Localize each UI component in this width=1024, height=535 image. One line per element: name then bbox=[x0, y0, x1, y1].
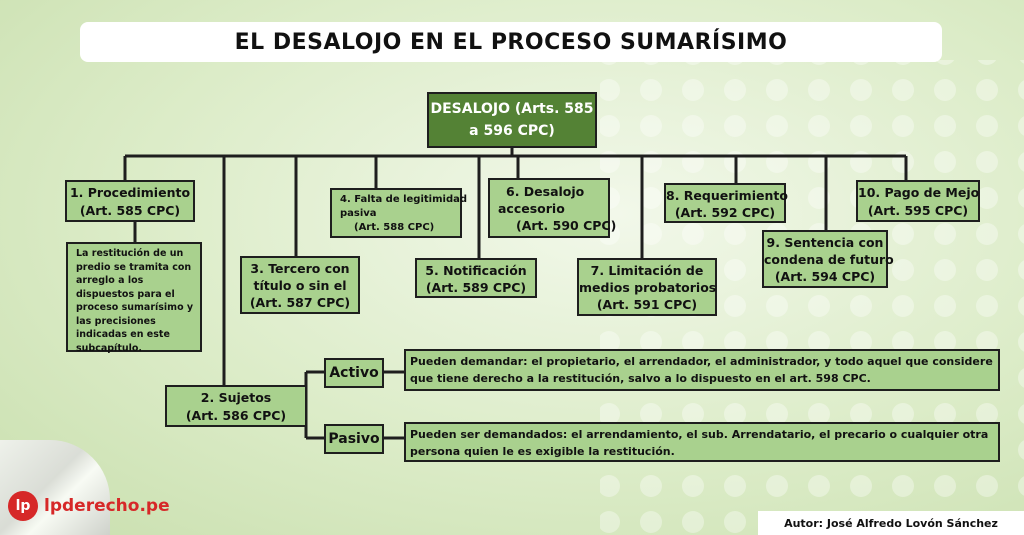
node-notificacion: 5. Notificación (Art. 589 CPC) bbox=[415, 258, 537, 298]
node-tercero: 3. Tercero con título o sin el (Art. 587… bbox=[240, 256, 360, 314]
node-sujetos-article: (Art. 586 CPC) bbox=[185, 408, 287, 423]
node-falta-article: (Art. 588 CPC) bbox=[354, 222, 435, 233]
node-requerimiento-article: (Art. 592 CPC) bbox=[674, 205, 776, 220]
node-accesorio-line1: 6. Desalojo bbox=[506, 184, 585, 199]
desc-line: sumarísimo y las bbox=[76, 302, 194, 327]
node-sentencia: 9. Sentencia con condena de futuro (Art.… bbox=[762, 230, 894, 288]
node-notificacion-title: 5. Notificación bbox=[425, 263, 527, 278]
pasivo-line: Pueden ser demandados: el arrendamiento,… bbox=[410, 428, 989, 441]
node-tercero-line1: 3. Tercero con bbox=[250, 261, 350, 276]
root-node-desalojo: DESALOJO (Arts. 585 a 596 CPC) bbox=[427, 92, 597, 148]
node-limitacion-article: (Art. 591 CPC) bbox=[596, 297, 698, 312]
node-accesorio-article: (Art. 590 CPC) bbox=[516, 218, 617, 233]
node-limitacion: 7. Limitación de medios probatorios (Art… bbox=[577, 258, 717, 316]
pasivo-line: persona quien le es exigible la restituc… bbox=[410, 445, 675, 458]
author-credit: Autor: José Alfredo Lovón Sánchez bbox=[758, 511, 1024, 535]
node-notificacion-article: (Art. 589 CPC) bbox=[425, 280, 527, 295]
node-sentencia-article: (Art. 594 CPC) bbox=[774, 269, 876, 284]
node-pago-mejoras: 10. Pago de Mejo (Art. 595 CPC) bbox=[856, 180, 980, 222]
root-articles: (Arts. 585 a 596 CPC) bbox=[469, 101, 594, 139]
node-requerimiento: 8. Requerimiento (Art. 592 CPC) bbox=[664, 183, 788, 223]
node-tercero-article: (Art. 587 CPC) bbox=[249, 295, 351, 310]
node-falta-line1: 4. Falta de legitimidad bbox=[340, 194, 468, 205]
activo-description: Pueden demandar: el propietario, el arre… bbox=[404, 349, 1000, 391]
page-title: EL DESALOJO EN EL PROCESO SUMARÍSIMO bbox=[80, 22, 942, 62]
node-sentencia-line2: condena de futuro bbox=[764, 252, 894, 267]
desc-line: precisiones indicadas bbox=[76, 315, 156, 341]
node-limitacion-line2: medios probatorios bbox=[579, 280, 717, 295]
node-falta-line2: pasiva bbox=[340, 208, 377, 219]
desc-line: predio se tramita con bbox=[76, 261, 192, 273]
node-procedimiento-title: 1. Procedimiento bbox=[69, 185, 191, 200]
node-accesorio-line2: accesorio bbox=[498, 201, 565, 216]
logo-text: lpderecho.pe bbox=[44, 496, 170, 516]
node-pago-title: 10. Pago de Mejo bbox=[858, 185, 980, 200]
activo-line: Pueden demandar: el propietario, el arre… bbox=[410, 355, 993, 385]
node-tercero-line2: título o sin el bbox=[253, 278, 347, 293]
node-procedimiento: 1. Procedimiento (Art. 585 CPC) bbox=[65, 180, 195, 222]
activo-line: tiene derecho a la restitución, salvo a … bbox=[437, 372, 871, 385]
desc-line: para el proceso bbox=[76, 288, 175, 314]
node-procedimiento-article: (Art. 585 CPC) bbox=[79, 203, 181, 218]
pasivo-label: Pasivo bbox=[324, 424, 384, 454]
node-requerimiento-title: 8. Requerimiento bbox=[666, 188, 788, 203]
node-sujetos-title: 2. Sujetos bbox=[200, 390, 272, 405]
node-sujetos: 2. Sujetos (Art. 586 CPC) bbox=[165, 385, 307, 427]
root-title: DESALOJO bbox=[430, 101, 511, 117]
desc-line: en este subcapítulo. bbox=[76, 329, 170, 354]
node-procedimiento-description: La restitución de un predio se tramita c… bbox=[66, 242, 202, 354]
node-limitacion-line1: 7. Limitación de bbox=[590, 263, 704, 278]
lp-logo-icon: lp bbox=[8, 491, 38, 521]
node-falta-legitimidad: 4. Falta de legitimidad pasiva (Art. 588… bbox=[330, 188, 468, 238]
pasivo-description: Pueden ser demandados: el arrendamiento,… bbox=[404, 422, 1000, 462]
node-desalojo-accesorio: 6. Desalojo accesorio (Art. 590 CPC) bbox=[488, 178, 617, 238]
desc-line: La restitución de un bbox=[76, 248, 184, 259]
node-pago-article: (Art. 595 CPC) bbox=[867, 203, 969, 218]
desc-line: arreglo a los dispuestos bbox=[76, 275, 144, 300]
lpderecho-logo[interactable]: lp lpderecho.pe bbox=[8, 486, 183, 526]
node-sentencia-line1: 9. Sentencia con bbox=[766, 235, 884, 250]
activo-label: Activo bbox=[324, 358, 384, 388]
